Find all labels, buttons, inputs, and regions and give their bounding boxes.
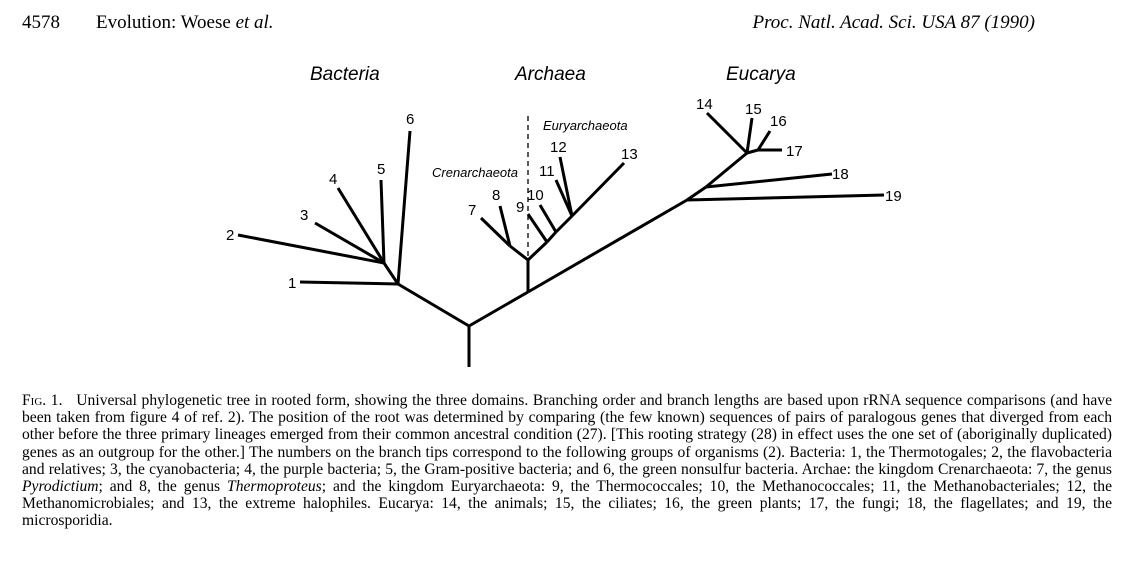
tip-label-5: 5 <box>377 161 385 178</box>
branch-8 <box>498 205 512 247</box>
journal-citation: Proc. Natl. Acad. Sci. USA 87 (1990) <box>752 12 1035 33</box>
domain-label-archaea: Archaea <box>514 64 586 85</box>
tip-label-8: 8 <box>492 187 500 204</box>
domain-label-bacteria: Bacteria <box>310 64 380 85</box>
branch-3 <box>314 221 385 265</box>
branch-19 <box>686 193 885 202</box>
branch-1 <box>299 280 399 286</box>
caption-text-3: ; and the kingdom Euryarchaeota: 9, the … <box>22 478 1113 530</box>
caption-text-2: ; and 8, the genus <box>98 478 228 496</box>
archaea-eucarya-stem <box>468 290 529 328</box>
branch-7 <box>479 216 512 248</box>
tip-label-9: 9 <box>516 199 524 216</box>
eucarya-stem <box>527 198 688 294</box>
eucarya-inner <box>686 185 707 202</box>
branch-5 <box>379 179 386 264</box>
eucarya-crown-inner <box>746 148 759 155</box>
branch-4 <box>336 187 386 264</box>
euryarchaeota-stem <box>526 240 549 262</box>
bacteria-stem <box>397 282 470 328</box>
kingdom-label-crenarchaeota: Crenarchaeota <box>432 165 518 180</box>
tip-label-15: 15 <box>745 101 762 118</box>
tip-label-11: 11 <box>539 163 555 180</box>
figure-label: Fig. 1. <box>22 392 63 409</box>
branch-10 <box>545 230 558 244</box>
tip-label-10: 10 <box>527 187 544 204</box>
domain-label-eucarya: Eucarya <box>726 64 796 85</box>
tip-label-13: 13 <box>621 146 638 163</box>
running-title-text: Evolution: Woese <box>96 12 236 33</box>
kingdom-label-euryarchaeota: Euryarchaeota <box>543 118 628 133</box>
branch-18 <box>705 172 833 189</box>
tip-label-14: 14 <box>696 96 713 113</box>
caption-genus-thermoproteus: Thermoproteus <box>227 478 322 496</box>
branch-15 <box>745 117 754 154</box>
branch-6 <box>396 130 412 285</box>
euryarchaeota-inner <box>554 214 574 234</box>
running-title-etal: et al. <box>235 12 274 33</box>
branch-2 <box>237 233 385 265</box>
tip-label-19: 19 <box>885 188 902 205</box>
tip-label-4: 4 <box>329 171 337 188</box>
branch-9 <box>526 213 549 243</box>
eucarya-crown-stem <box>705 151 748 189</box>
tip-label-16: 16 <box>770 113 787 130</box>
tip-label-1: 1 <box>288 275 296 292</box>
branch-14 <box>705 111 749 155</box>
crenarchaeota-stem <box>509 244 529 262</box>
page-number: 4578 <box>22 12 60 33</box>
tip-label-7: 7 <box>468 202 476 219</box>
branch-12 <box>558 156 574 217</box>
caption-text-1: Universal phylogenetic tree in rooted fo… <box>22 392 1112 478</box>
running-title: Evolution: Woese et al. <box>96 12 274 34</box>
phylogenetic-tree-figure: Bacteria Archaea Eucarya Crenarchaeota E… <box>226 64 902 367</box>
caption-genus-pyrodictium: Pyrodictium <box>22 478 99 496</box>
tip-label-18: 18 <box>832 166 849 183</box>
tip-label-2: 2 <box>226 227 234 244</box>
tip-label-17: 17 <box>786 143 803 160</box>
page-header: 4578 Evolution: Woese et al. Proc. Natl.… <box>0 8 1138 38</box>
branch-16 <box>756 130 772 151</box>
branch-10-tip <box>538 204 558 233</box>
tip-label-3: 3 <box>300 207 308 224</box>
bacteria-inner <box>382 262 400 285</box>
figure-caption: Fig. 1. Universal phylogenetic tree in r… <box>22 392 1112 530</box>
tip-label-12: 12 <box>550 139 567 156</box>
tip-label-6: 6 <box>406 111 414 128</box>
branch-13 <box>570 161 626 218</box>
